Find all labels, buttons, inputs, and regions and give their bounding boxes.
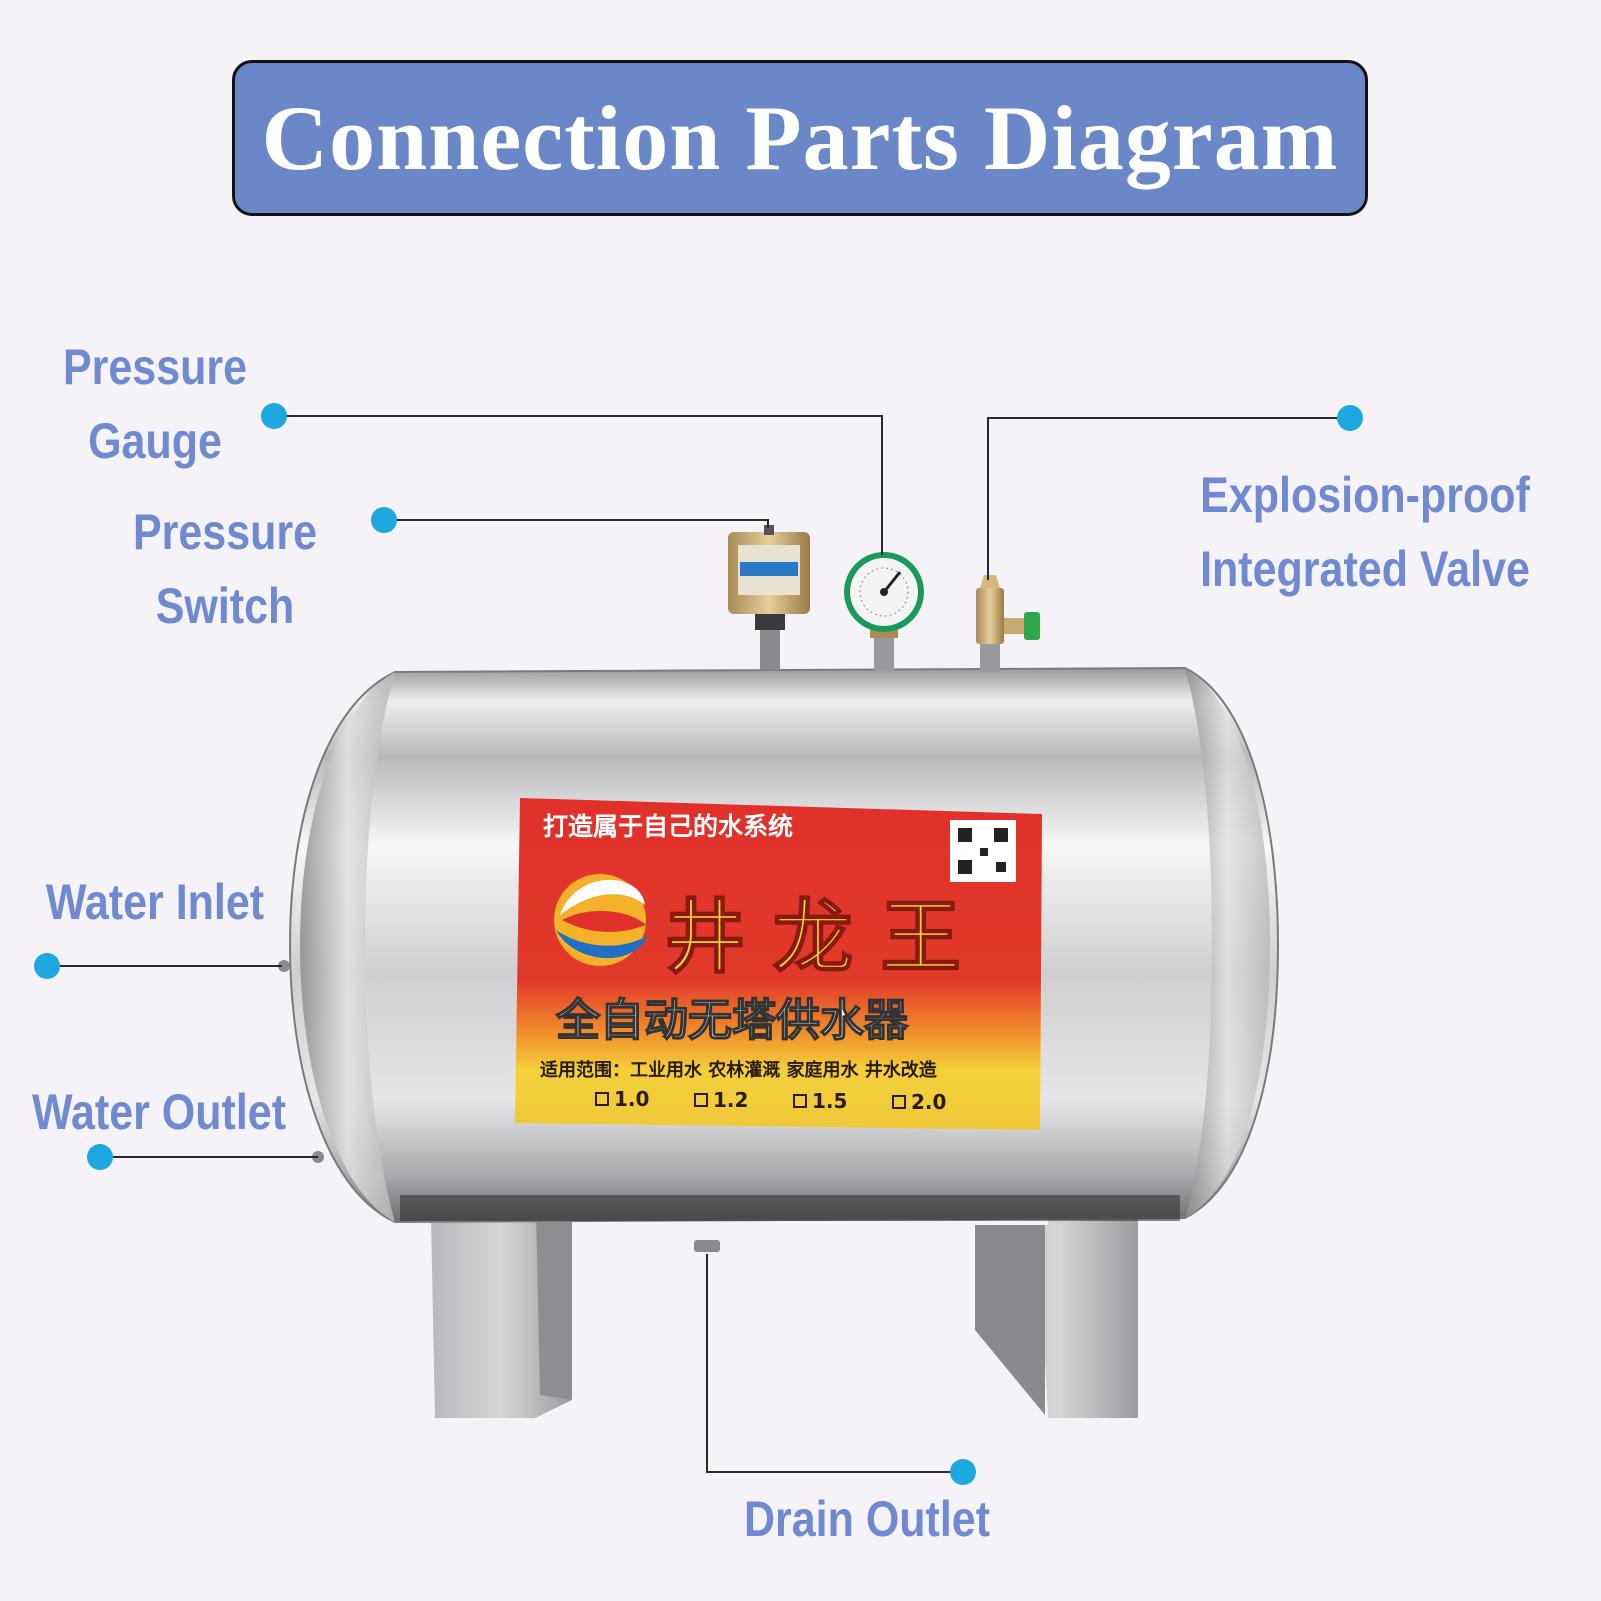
sticker-slogan: 打造属于自己的水系统: [543, 812, 793, 841]
drain-outlet-dot-icon: [950, 1459, 976, 1485]
drain-outlet-label: Drain Outlet: [743, 1491, 991, 1547]
water-outlet-label: Water Outlet: [31, 1084, 287, 1140]
svg-text:1.5: 1.5: [812, 1089, 847, 1113]
svg-text:2.0: 2.0: [911, 1090, 946, 1114]
pressure-switch-part: [728, 525, 810, 670]
pressure-switch-label: Pressure Switch: [132, 504, 318, 634]
sticker-options: 1.0 1.2 1.5 2.0: [595, 1087, 946, 1114]
water-outlet-dot-icon: [87, 1144, 113, 1170]
explosion-valve-part: [976, 575, 1040, 672]
tank-leg-left: [430, 1168, 572, 1418]
water-inlet-fitting: [278, 960, 290, 972]
sticker-usage: 适用范围：工业用水 农林灌溉 家庭用水 井水改造: [540, 1059, 937, 1081]
sticker-product: 全自动无塔供水器: [555, 995, 909, 1046]
explosion-valve-label: Explosion-proof Integrated Valve: [1200, 467, 1530, 597]
brand-logo-icon: [554, 874, 648, 966]
tank-leg-right: [975, 1162, 1138, 1418]
pressure-gauge-label: Pressure Gauge: [62, 339, 248, 469]
water-inlet-label: Water Inlet: [45, 874, 265, 930]
leader-lines: [47, 415, 1350, 1473]
sticker-brand: 井 龙 王: [665, 891, 961, 984]
drain-outlet-fitting: [694, 1240, 720, 1252]
explosion-valve-dot-icon: [1337, 405, 1363, 431]
title-banner: Connection Parts Diagram: [232, 60, 1368, 216]
page-title: Connection Parts Diagram: [261, 87, 1339, 189]
pressure-switch-dot-icon: [371, 507, 397, 533]
svg-text:1.2: 1.2: [713, 1088, 748, 1112]
pressure-gauge-dot-icon: [261, 403, 287, 429]
water-inlet-dot-icon: [34, 953, 60, 979]
tank-sticker: 打造属于自己的水系统 井 龙 王 全自动无塔供水器 适用范围：工业用水 农林灌溉…: [515, 798, 1042, 1130]
svg-text:1.0: 1.0: [614, 1087, 649, 1111]
pressure-gauge-part: [844, 552, 924, 671]
